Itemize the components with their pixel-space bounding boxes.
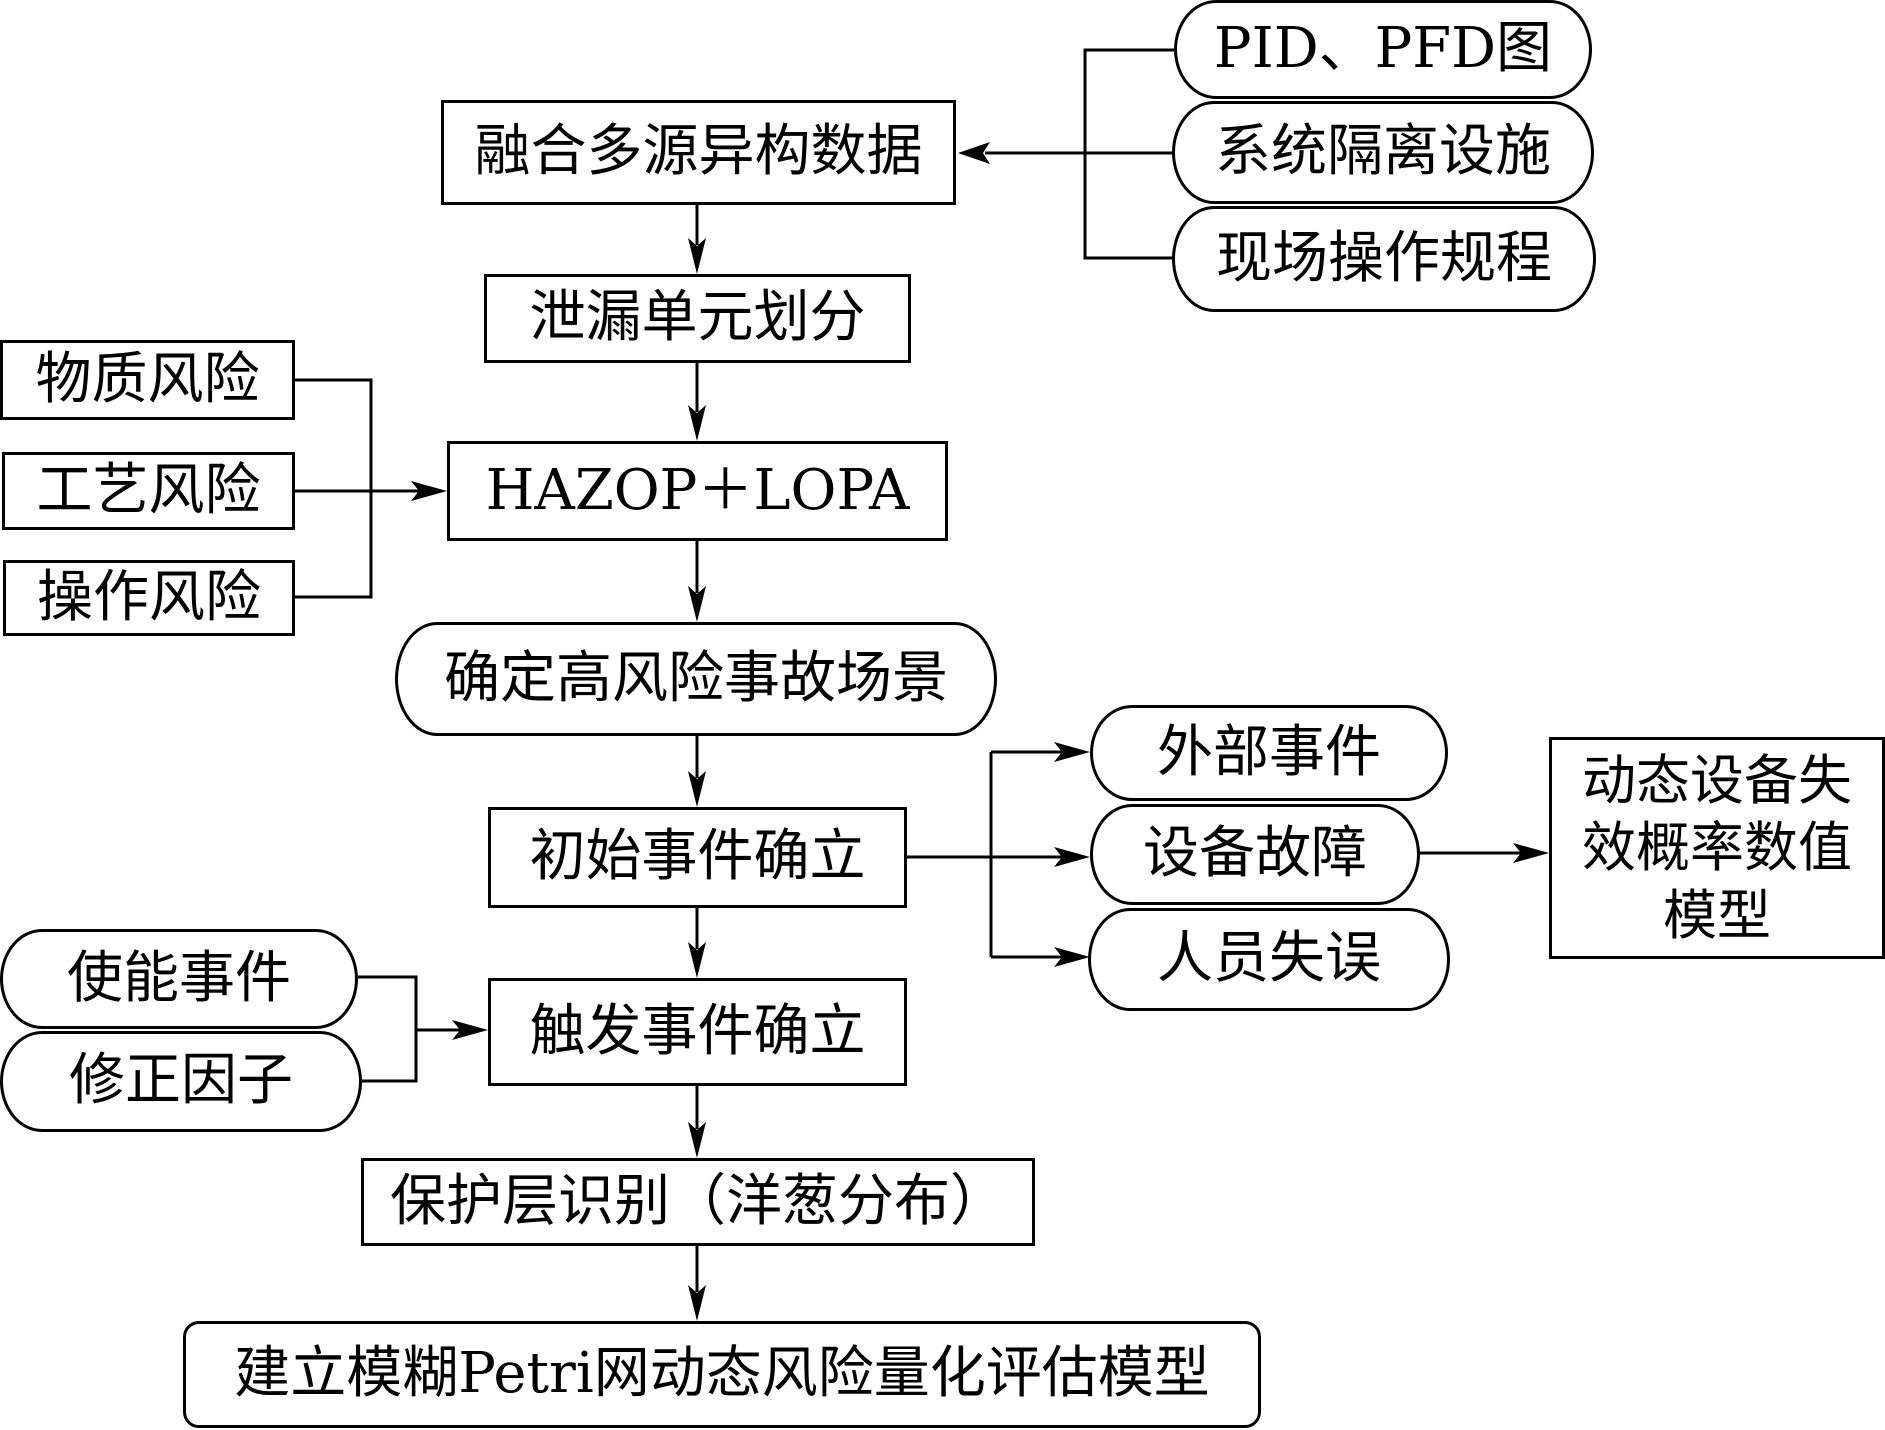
arrowhead-fuse: [958, 142, 990, 164]
node-operation-risk: 操作风险: [3, 560, 295, 636]
arrowhead-trigger: [688, 942, 706, 978]
arrowhead-equipment: [1054, 847, 1090, 867]
arrowhead-initiating: [688, 771, 706, 807]
node-equipment-failure: 设备故障: [1090, 804, 1420, 905]
node-enabling-event: 使能事件: [0, 929, 358, 1029]
arrowhead-hazop-left: [411, 481, 447, 501]
node-protection-layer: 保护层识别（洋葱分布）: [361, 1158, 1035, 1246]
node-hazop-lopa: HAZOP＋LOPA: [447, 441, 948, 541]
node-leak-unit: 泄漏单元划分: [484, 274, 911, 363]
arrowhead-external: [1054, 742, 1090, 762]
node-correction-factor: 修正因子: [0, 1031, 362, 1132]
edge-enabling-correction: [358, 975, 418, 1083]
edge-procedures-to-fuse: [1083, 153, 1174, 260]
arrowhead-model: [1513, 843, 1549, 863]
node-procedures: 现场操作规程: [1172, 206, 1596, 312]
arrowhead-scenario: [688, 586, 706, 622]
node-process-risk: 工艺风险: [2, 452, 295, 530]
node-trigger-event: 触发事件确立: [488, 978, 907, 1086]
node-material-risk: 物质风险: [0, 340, 295, 420]
edge-material-to-hazop: [295, 378, 373, 599]
node-human-error: 人员失误: [1088, 908, 1450, 1011]
node-failure-model: 动态设备失效概率数值模型: [1549, 737, 1885, 959]
arrowhead-hazop: [688, 405, 706, 441]
edge-pid-to-fuse: [1083, 48, 1174, 153]
node-isolation: 系统隔离设施: [1172, 101, 1594, 204]
arrowhead-human: [1054, 947, 1090, 967]
arrowhead-trigger-left: [452, 1020, 488, 1040]
arrowhead-protection: [688, 1122, 706, 1158]
node-external-event: 外部事件: [1090, 705, 1448, 801]
node-initiating-event: 初始事件确立: [488, 807, 907, 908]
node-pid-pfd: PID、PFD图: [1174, 0, 1592, 99]
arrowhead-final: [688, 1285, 706, 1321]
node-high-risk-scenario: 确定高风险事故场景: [395, 622, 997, 736]
arrowhead-leak: [688, 238, 706, 274]
node-fuse-data: 融合多源异构数据: [441, 100, 956, 205]
node-final-model: 建立模糊Petri网动态风险量化评估模型: [183, 1321, 1261, 1428]
